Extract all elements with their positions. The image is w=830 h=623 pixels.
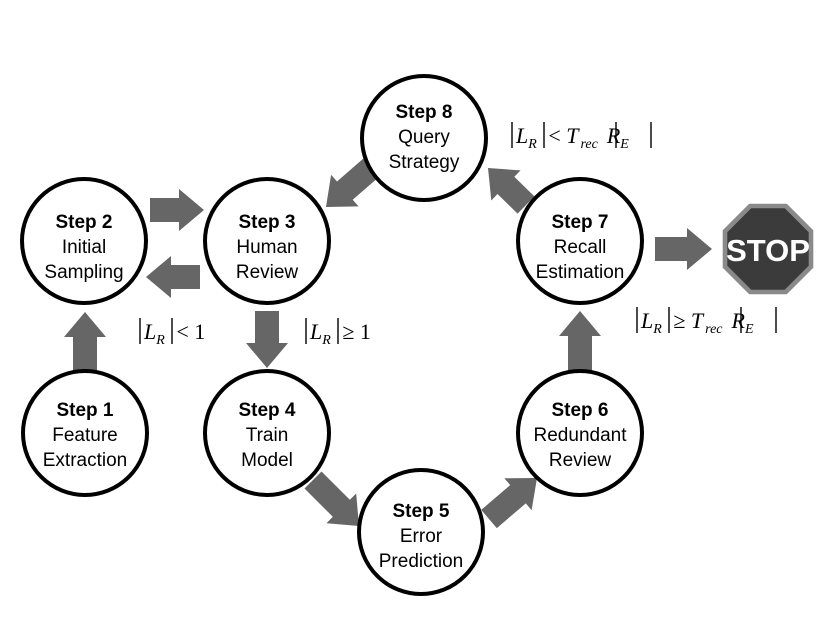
step-2-label-line1: Initial [62,237,106,258]
stop-sign: STOP [722,203,814,295]
step-3-label-line2: Review [236,262,299,283]
step-7-circle [516,177,644,305]
arrow-step7-to-stop [655,228,712,270]
step-3-title: Step 3 [238,212,295,233]
step-6-label-line1: Redundant [534,425,628,446]
step-7-node: Step 7 Recall Estimation [516,177,644,305]
step-1-label-line2: Extraction [43,450,127,471]
step-6-circle [516,369,644,497]
step-1-label-line1: Feature [52,425,117,446]
step-3-circle [203,177,331,305]
arrows [64,157,712,529]
condition-lr-ge-1-text: LR ≥ 1 [309,319,371,348]
step-7-label-line2: Estimation [536,262,625,283]
step-5-node: Step 5 Error Prediction [357,468,485,596]
arrow-step1-to-step2 [64,312,106,370]
step-4-title: Step 4 [238,400,295,421]
step-8-label-line2: Strategy [389,152,460,173]
condition-lr-lt-1-text: LR < 1 [143,319,205,348]
step-7-label-line1: Recall [554,237,607,258]
step-2-node: Step 2 Initial Sampling [20,177,148,305]
step-6-label-line2: Review [549,450,612,471]
step-2-label-line2: Sampling [44,262,123,283]
step-5-label-line1: Error [400,526,443,547]
step-4-node: Step 4 Train Model [203,369,331,497]
condition-lr-lt-1: LR < 1 [139,318,205,348]
arrow-step3-to-step4 [246,311,288,368]
step-8-label-line1: Query [398,127,450,148]
arrow-step7-to-step8 [488,168,535,214]
step-7-title: Step 7 [551,212,608,233]
step-4-label-line1: Train [246,425,289,446]
step-6-node: Step 6 Redundant Review [516,369,644,497]
step-8-title: Step 8 [395,102,452,123]
step-5-title: Step 5 [392,501,449,522]
step-5-circle [357,468,485,596]
step-3-node: Step 3 Human Review [203,177,331,305]
step-5-label-line2: Prediction [379,551,464,572]
step-8-circle [360,74,488,202]
step-4-label-line2: Model [241,450,293,471]
step-8-node: Step 8 Query Strategy [360,74,488,202]
step-3-label-line1: Human [236,237,297,258]
step-4-circle [203,369,331,497]
step-2-title: Step 2 [55,212,112,233]
step-6-title: Step 6 [551,400,608,421]
arrow-step4-to-step5 [304,471,359,526]
stop-sign-label: STOP [726,233,810,268]
arrow-step2-to-step3 [150,189,204,231]
arrow-step5-to-step6 [481,478,537,529]
arrow-step6-to-step7 [559,311,601,372]
arrow-step8-to-step3 [326,157,380,207]
step-1-node: Step 1 Feature Extraction [21,369,149,497]
step-2-circle [20,177,148,305]
stop-sign-octagon [727,208,809,290]
arrow-step3-to-step2 [146,256,200,298]
step-1-circle [21,369,149,497]
step-1-title: Step 1 [56,400,113,421]
condition-lr-ge-1: LR ≥ 1 [305,318,371,348]
